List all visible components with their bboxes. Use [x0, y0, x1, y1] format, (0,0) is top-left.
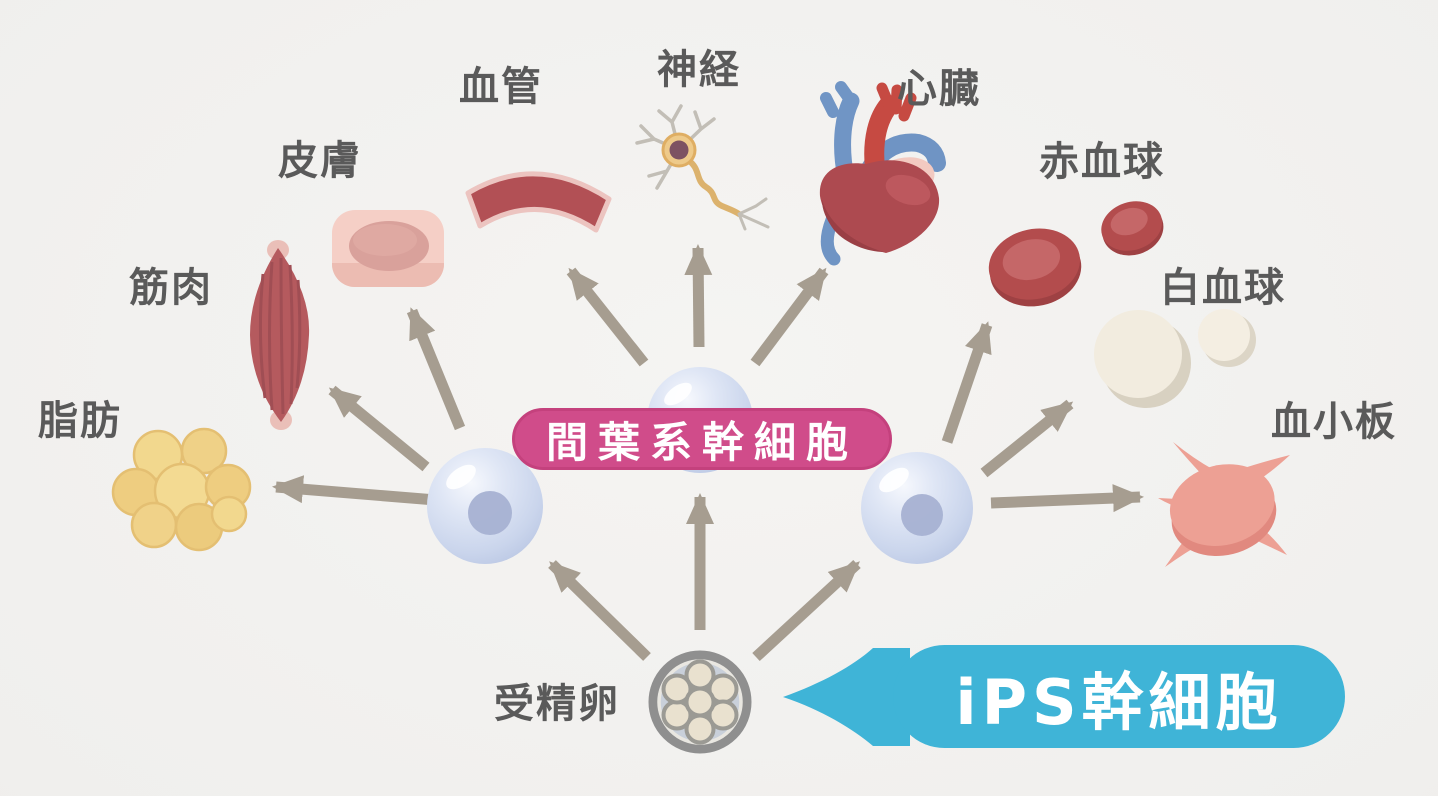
mesenchymal-stem-cell-badge: 間葉系幹細胞 [512, 408, 892, 470]
arrow-to-heart [750, 267, 829, 367]
label-skin: 皮膚 [278, 138, 362, 184]
arrow-egg-to-left-cell [548, 560, 651, 661]
stem-cell-right [861, 452, 973, 564]
arrow-to-muscle [328, 385, 430, 472]
stem-cell-left [427, 448, 543, 564]
label-muscle: 筋肉 [129, 265, 213, 311]
wbc-illustration [1094, 309, 1256, 408]
arrow-to-skin [406, 307, 466, 431]
label-blood-vessel: 血管 [459, 64, 543, 110]
skin-illustration [332, 210, 444, 287]
rbc-illustration [988, 201, 1164, 307]
label-platelet: 血小板 [1271, 399, 1397, 445]
ips-bubble-tail [783, 648, 910, 746]
arrow-egg-to-right-cell [752, 559, 861, 662]
arrow-to-platelet [990, 484, 1144, 513]
nerve-illustration [635, 104, 770, 231]
arrow-to-fat [272, 475, 449, 507]
ips-stem-cell-bubble: iPS幹細胞 [893, 645, 1345, 748]
label-nerve: 神経 [657, 47, 741, 93]
differentiation-arrows [272, 244, 1144, 513]
label-fat: 脂肪 [38, 398, 122, 444]
arrow-to-nerve [684, 244, 713, 348]
muscle-illustration [250, 240, 310, 430]
label-white-blood-cell: 白血球 [1160, 265, 1286, 311]
egg-arrows [548, 493, 861, 662]
vessel-illustration [465, 171, 612, 233]
label-heart: 心臓 [897, 66, 981, 112]
label-fertilized-egg: 受精卵 [494, 681, 620, 727]
fat-illustration [111, 427, 252, 552]
heart-illustration [819, 81, 946, 266]
platelet-illustration [1158, 442, 1290, 567]
fertilized-egg-illustration [648, 650, 752, 754]
arrow-to-wbc [980, 399, 1074, 478]
arrow-to-vessel [566, 267, 649, 367]
label-red-blood-cell: 赤血球 [1039, 139, 1165, 185]
arrow-to-rbc [941, 321, 993, 444]
